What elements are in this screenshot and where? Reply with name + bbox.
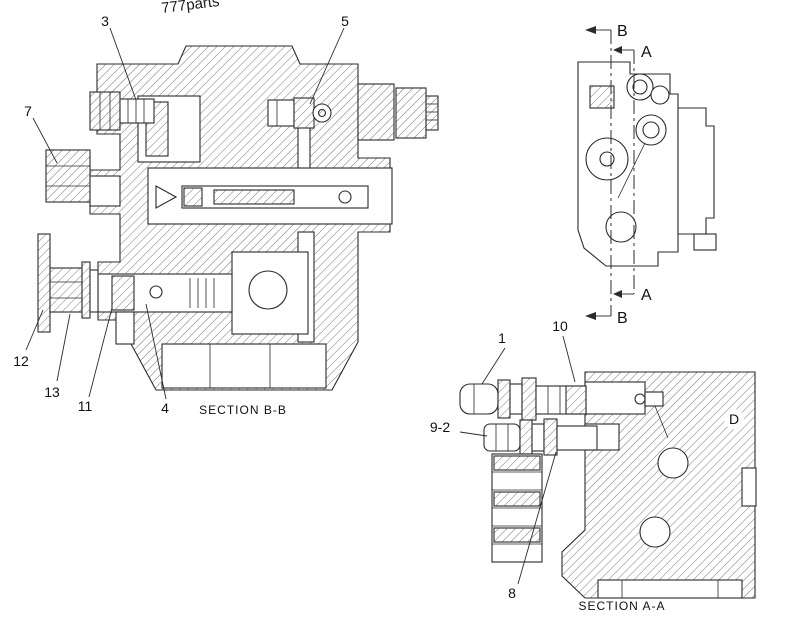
cut-label-a-bottom: A xyxy=(641,287,652,304)
callout-4-label: 4 xyxy=(161,400,169,416)
section-aa-view: 1 10 9-2 8 D SECTION A-A xyxy=(430,318,757,613)
callout-3-label: 3 xyxy=(101,13,109,29)
watermark-text: 777parts xyxy=(160,0,220,17)
zone-d-label: D xyxy=(729,411,739,427)
zone-d-halo xyxy=(724,409,744,429)
callout-1-label: 1 xyxy=(498,330,506,346)
cut-label-b-top: B xyxy=(617,23,628,40)
cut-label-b-bottom: B xyxy=(617,310,628,327)
callout-9-2-label: 9-2 xyxy=(430,419,450,435)
section-bb-view: 3 5 7 12 13 11 4 SECTION B-B xyxy=(13,13,439,417)
end-view: B A A B xyxy=(577,23,717,327)
cut-label-a-top: A xyxy=(641,44,652,61)
callout-13-label: 13 xyxy=(44,384,60,400)
callout-5-label: 5 xyxy=(341,13,349,29)
callout-7-label: 7 xyxy=(24,103,32,119)
section-aa-caption: SECTION A-A xyxy=(578,599,665,613)
callout-8-label: 8 xyxy=(508,585,516,601)
callout-10-label: 10 xyxy=(552,318,568,334)
section-bb-caption: SECTION B-B xyxy=(199,403,287,417)
callout-11-label: 11 xyxy=(78,398,93,414)
callout-12-label: 12 xyxy=(13,353,29,369)
